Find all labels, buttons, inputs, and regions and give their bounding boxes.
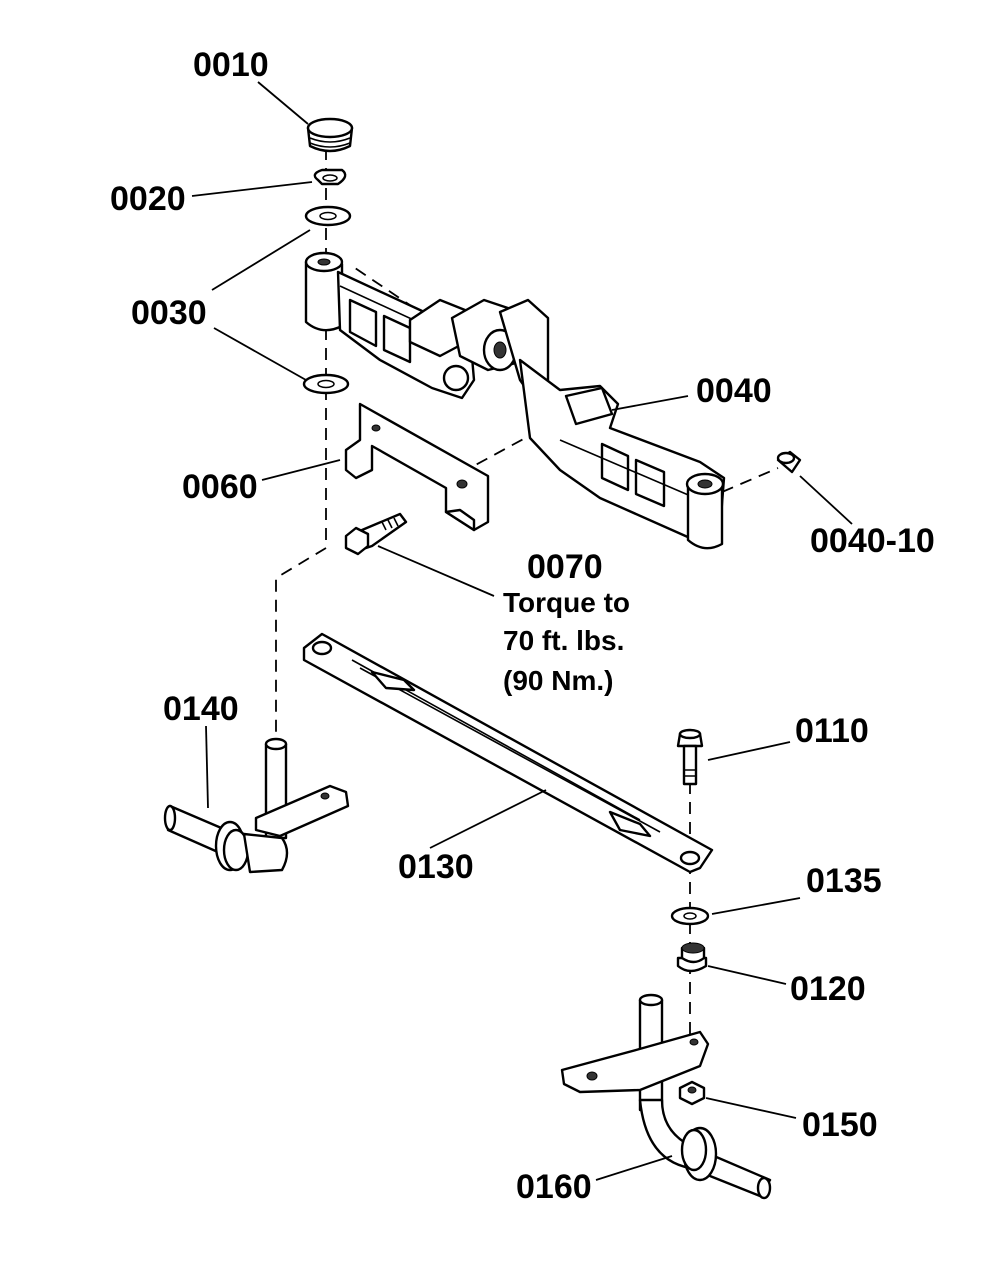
nut-0150 bbox=[678, 1080, 706, 1106]
label-0040-10: 0040-10 bbox=[810, 522, 935, 560]
bolt-0110 bbox=[676, 728, 704, 786]
front-axle-0040 bbox=[304, 251, 726, 550]
label-0020: 0020 bbox=[110, 180, 186, 218]
spindle-0140 bbox=[163, 737, 350, 874]
grease-fitting-0040-10 bbox=[776, 450, 802, 474]
washer-0030-bottom bbox=[302, 373, 350, 395]
bolt-0070 bbox=[344, 512, 408, 556]
cap-0010 bbox=[306, 117, 354, 153]
part-labels: 0010 0020 0030 0040 0040-10 0060 0070 To… bbox=[110, 46, 935, 1206]
bracket-0060 bbox=[344, 402, 490, 532]
label-0010: 0010 bbox=[193, 46, 269, 84]
torque-note-line3: (90 Nm.) bbox=[503, 665, 613, 696]
leader-lines bbox=[191, 81, 853, 1181]
label-0160: 0160 bbox=[516, 1168, 592, 1206]
label-0140: 0140 bbox=[163, 690, 239, 728]
label-0030: 0030 bbox=[131, 294, 207, 332]
label-0150: 0150 bbox=[802, 1106, 878, 1144]
washer-0030-top bbox=[304, 205, 352, 227]
torque-note-line1: Torque to bbox=[503, 587, 630, 618]
label-0110: 0110 bbox=[795, 712, 869, 750]
tie-rod-0130 bbox=[302, 632, 714, 874]
label-0120: 0120 bbox=[790, 970, 866, 1008]
spindle-0160 bbox=[560, 993, 772, 1200]
assembly-centerlines bbox=[275, 148, 779, 1050]
label-0040: 0040 bbox=[696, 372, 772, 410]
label-0130: 0130 bbox=[398, 848, 474, 886]
label-0135: 0135 bbox=[806, 862, 882, 900]
label-0070: 0070 bbox=[527, 548, 603, 586]
washer-0135 bbox=[670, 906, 710, 926]
label-0060: 0060 bbox=[182, 468, 258, 506]
bushing-0120 bbox=[676, 942, 708, 973]
clip-0020 bbox=[313, 168, 347, 186]
torque-note-line2: 70 ft. lbs. bbox=[503, 625, 624, 656]
